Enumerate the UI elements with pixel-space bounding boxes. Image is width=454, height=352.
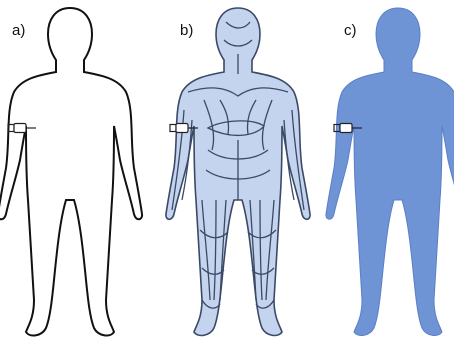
body-solid-figure xyxy=(326,8,454,335)
body-vessels-figure xyxy=(166,8,310,335)
syringe-icon xyxy=(8,124,36,133)
body-outline-figure xyxy=(0,8,142,335)
